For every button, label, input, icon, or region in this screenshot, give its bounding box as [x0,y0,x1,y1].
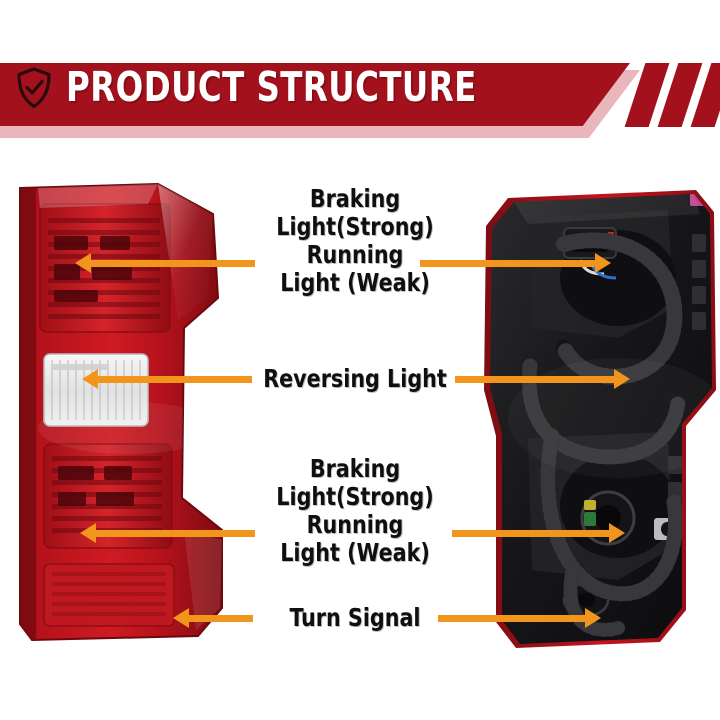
arrow-head-left-icon [82,369,98,389]
arrow-to-reverse-bulb-socket [455,369,630,389]
arrow-to-clear-white-lens-section [82,369,252,389]
page-title: PRODUCT STRUCTURE [66,63,477,111]
arrow-to-lower-housing-socket [452,523,625,543]
callout-label-reversing-light: Reversing Light [263,364,447,393]
arrow-head-right-icon [609,523,625,543]
bottom-red-lens-section [43,563,175,627]
arrow-to-lower-red-lens-section [80,523,255,543]
banner-content: PRODUCT STRUCTURE [0,56,630,119]
arrow-to-upper-red-lens-section [75,253,255,273]
arrow-head-left-icon [173,608,189,628]
arrow-head-right-icon [595,253,611,273]
banner-background [0,63,630,126]
header-banner: PRODUCT STRUCTURE [0,56,720,146]
callout-label-turn-signal: Turn Signal [289,603,421,632]
arrow-to-bottom-housing-socket [438,608,601,628]
product-image-tail-light-housing [484,190,716,648]
arrow-head-left-icon [75,253,91,273]
arrow-head-right-icon [614,369,630,389]
shield-check-icon [17,66,51,108]
clear-white-lens-section [43,353,149,427]
arrow-head-right-icon [585,608,601,628]
arrow-head-left-icon [80,523,96,543]
arrow-to-upper-housing-socket [420,253,611,273]
product-image-tail-light-lens [19,182,223,642]
callout-label-braking-running-upper: Braking Light(Strong) Running Light (Wea… [276,184,434,297]
callout-label-braking-running-lower: Braking Light(Strong) Running Light (Wea… [276,454,434,567]
arrow-to-bottom-red-lens-section [173,608,253,628]
